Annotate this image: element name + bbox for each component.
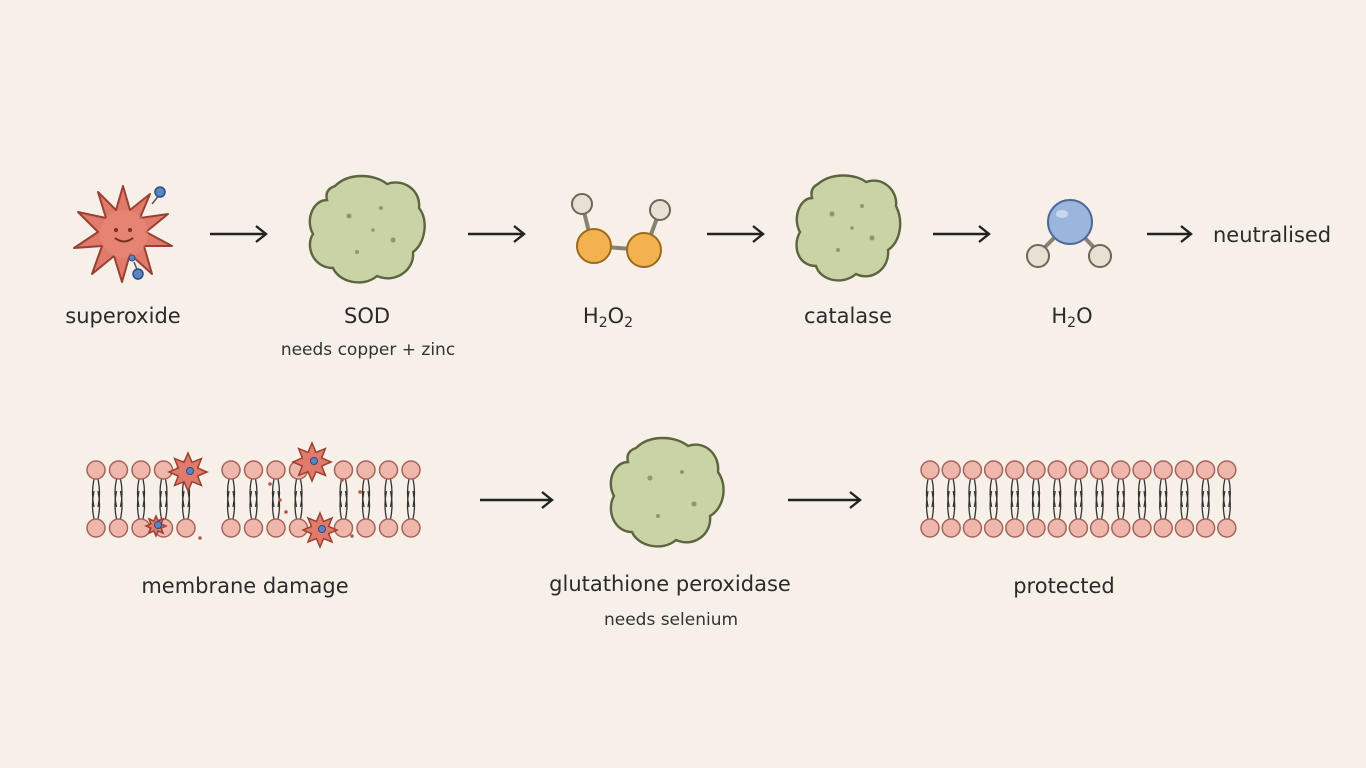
h2o2-label: H2O2 [582, 304, 634, 331]
h2o-label: H2O [1051, 304, 1093, 331]
glutathione-peroxidase-cofactor-note: needs selenium [603, 610, 739, 630]
arrow-right-icon [933, 225, 991, 243]
glutathione-peroxidase-label: glutathione peroxidase [549, 572, 791, 596]
membrane-damage-label: membrane damage [141, 574, 349, 598]
sod-label: SOD [343, 304, 391, 328]
arrow-right-icon [480, 491, 554, 509]
arrow-right-icon [707, 225, 765, 243]
superoxide-radical-icon [73, 185, 173, 283]
water-molecule-icon [1026, 199, 1112, 268]
arrow-right-icon [468, 225, 526, 243]
superoxide-label: superoxide [65, 304, 181, 328]
hydrogen-peroxide-molecule-icon [571, 193, 671, 268]
damaged-membrane-icon [86, 441, 421, 549]
catalase-label: catalase [803, 304, 893, 328]
arrow-right-icon [210, 225, 268, 243]
catalase-enzyme-icon [795, 174, 902, 282]
neutralised-label: neutralised [1213, 223, 1332, 247]
protected-label: protected [1013, 574, 1115, 598]
protected-membrane-icon [920, 460, 1237, 538]
arrow-right-icon [1147, 225, 1193, 243]
sod-cofactor-note: needs copper + zinc [280, 340, 456, 360]
sod-enzyme-icon [308, 174, 426, 284]
arrow-right-icon [788, 491, 862, 509]
glutathione-peroxidase-enzyme-icon [609, 436, 725, 548]
